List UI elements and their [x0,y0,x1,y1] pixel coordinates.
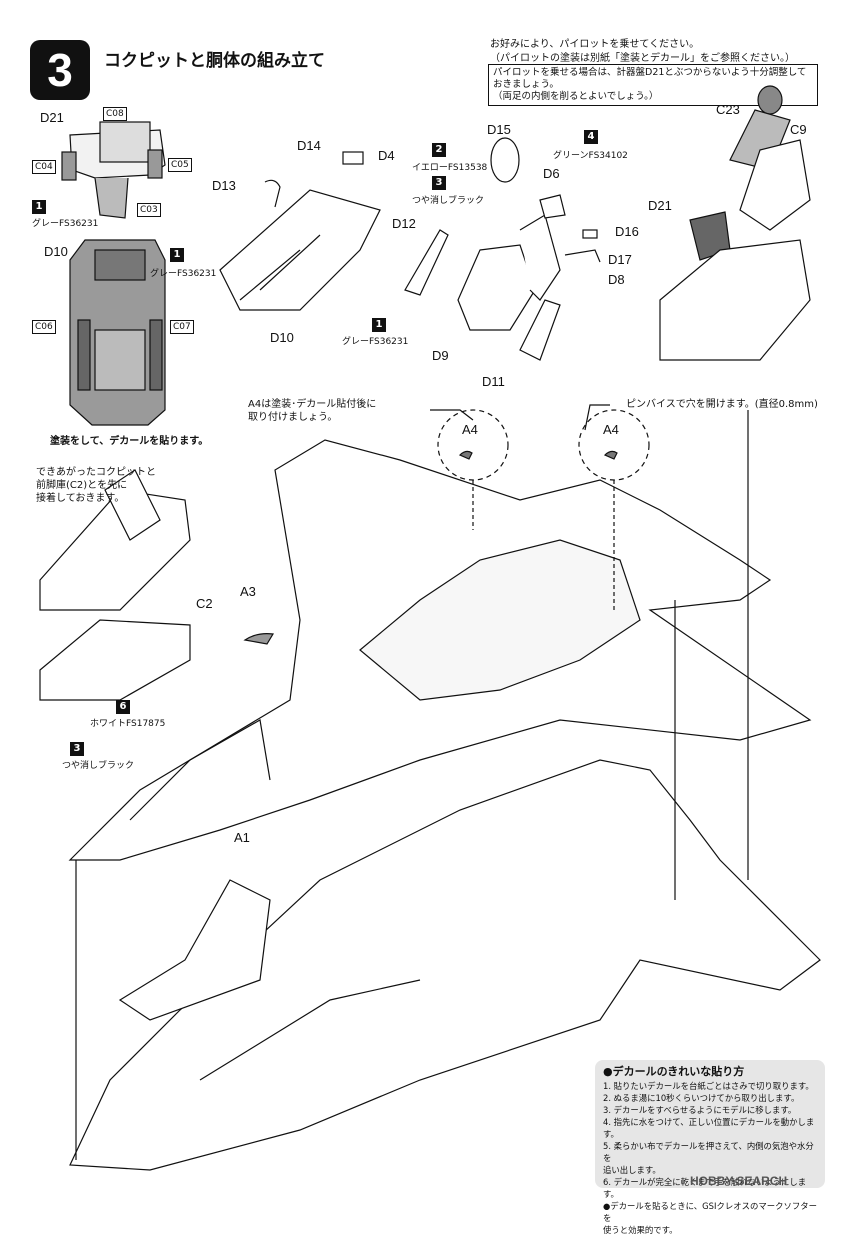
cockpit-note-line2: 前脚庫(C2)とを先に [36,480,128,491]
decal-tip-item: 6. デカールが完全に乾くまで手を触れないようにします。 [603,1177,807,1199]
part-label-d15: D15 [487,122,511,137]
part-label-a1: A1 [234,830,250,845]
paint-number: 6 [116,700,130,714]
pilot-note-line1: お好みにより、パイロットを乗せてください。 [490,39,700,50]
paint-callout-green: 4 [584,130,598,144]
part-label-c08: C08 [103,107,127,121]
upper-fuselage-illustration [68,439,812,861]
decal-tip-item: ●デカールを貼るときに、GSIクレオスのマークソフターを [603,1201,817,1223]
paint-number: 3 [432,176,446,190]
decal-tips-title: ●デカールのきれいな貼り方 [603,1065,745,1078]
paint-callout-flatblack-1: 3 [432,176,446,190]
pilot-note-box-line2: （両足の内側を削るとよいでしょう。） [493,91,659,102]
part-label-d6: D6 [543,166,560,181]
a4-note-line1: A4は塗装･デカール貼付後に [248,399,377,410]
cockpit-c2-illustration [39,469,191,701]
part-label-d9: D9 [432,348,449,363]
paint-number: 4 [584,130,598,144]
part-label-c2: C2 [196,596,213,611]
part-label-d10b: D10 [270,330,294,345]
pilot-seat-illustration [659,85,811,361]
part-label-d21b: D21 [648,198,672,213]
part-label-d17: D17 [608,252,632,267]
part-label-c07: C07 [170,320,194,334]
decal-tip-item: 2. ぬるま湯に10秒くらいつけてから取り出します。 [603,1093,800,1103]
decal-tip-item: 5. 柔らかい布でデカールを押さえて、内側の気泡や水分を [603,1141,814,1163]
assembly-illustration [39,85,821,1171]
drill-note: ピンバイスで穴を開けます。(直径0.8mm) [626,399,818,410]
paint-label-flatblack-1: つや消しブラック [412,196,485,206]
part-label-c05: C05 [168,158,192,172]
paint-label-grey-3: グレーFS36231 [342,337,409,347]
instrument-panel-illustration [61,121,166,219]
paint-label-green: グリーンFS34102 [553,151,628,161]
part-label-d4: D4 [378,148,395,163]
part-label-d8: D8 [608,272,625,287]
paint-label-flatblack-2: つや消しブラック [62,761,135,771]
decal-tips-box: ●デカールのきれいな貼り方 1. 貼りたいデカールを台紙ごとはさみで切り取ります… [595,1060,825,1235]
part-label-c06: C06 [32,320,56,334]
paint-callout-grey-1: 1 [32,200,46,214]
part-label-a4-left: A4 [462,422,478,437]
part-label-d10: D10 [44,244,68,259]
part-label-c23: C23 [716,102,740,117]
decal-tip-item: 4. 指先に水をつけて、正しい位置にデカールを動かします。 [603,1117,815,1139]
paint-decal-note: 塗装をして、デカールを貼ります。 [50,436,209,447]
decal-tip-item: 3. デカールをすべらせるようにモデルに移します。 [603,1105,797,1115]
step-number-badge: 3 [30,40,90,100]
pilot-note: お好みにより、パイロットを乗せてください。 （パイロットの塗装は別紙「塗装とデカ… [490,38,795,66]
ejection-seat-illustration [404,137,601,361]
a4-note-line2: 取り付けましょう。 [248,412,338,423]
decal-tip-item: 1. 貼りたいデカールを台紙ごとはさみで切り取ります。 [603,1081,814,1091]
step-title: コクピットと胴体の組み立て [104,51,325,71]
decal-tip-item: 使うと効果的です。 [603,1225,678,1235]
part-label-d16: D16 [615,224,639,239]
part-label-d11: D11 [482,374,505,389]
lower-fuselage-illustration [69,759,821,1171]
paint-callout-flatblack-2: 3 [70,742,84,756]
paint-callout-yellow: 2 [432,143,446,157]
tub-d10-illustration [219,151,381,311]
paint-label-grey-1: グレーFS36231 [32,219,99,229]
pilot-note-line2: （パイロットの塗装は別紙「塗装とデカール」をご参照ください。） [490,53,795,64]
part-label-d21: D21 [40,110,64,125]
paint-number: 1 [32,200,46,214]
paint-callout-white: 6 [116,700,130,714]
decal-tip-item: 追い出します。 [603,1165,661,1175]
cockpit-note-line3: 接着しておきます。 [36,493,125,504]
part-label-c9: C9 [790,122,807,137]
part-label-c03: C03 [137,203,161,217]
a4-note: A4は塗装･デカール貼付後に 取り付けましょう。 [248,398,376,424]
cockpit-tub-illustration [69,239,166,426]
cockpit-note: できあがったコクピットと 前脚庫(C2)とを先に 接着しておきます。 [36,466,156,505]
part-label-a3: A3 [240,584,256,599]
pilot-note-box: パイロットを乗せる場合は、計器盤D21とぶつからないよう十分調整しておきましょう… [488,64,818,106]
paint-number: 1 [372,318,386,332]
part-label-d12: D12 [392,216,416,231]
paint-number: 3 [70,742,84,756]
part-label-c04: C04 [32,160,56,174]
paint-callout-grey-3: 1 [372,318,386,332]
paint-callout-grey-2: 1 [170,248,184,262]
paint-number: 1 [170,248,184,262]
part-label-d14: D14 [297,138,321,153]
part-label-d13: D13 [212,178,236,193]
paint-label-yellow: イエローFS13538 [412,163,488,173]
part-label-a4-right: A4 [603,422,619,437]
cockpit-note-line1: できあがったコクピットと [36,467,156,478]
watermark: HOBBY SEARCH [690,1174,788,1188]
paint-number: 2 [432,143,446,157]
pilot-note-box-line1: パイロットを乗せる場合は、計器盤D21とぶつからないよう十分調整しておきましょう… [493,67,807,90]
paint-label-white: ホワイトFS17875 [90,719,166,729]
paint-label-grey-2: グレーFS36231 [150,269,217,279]
